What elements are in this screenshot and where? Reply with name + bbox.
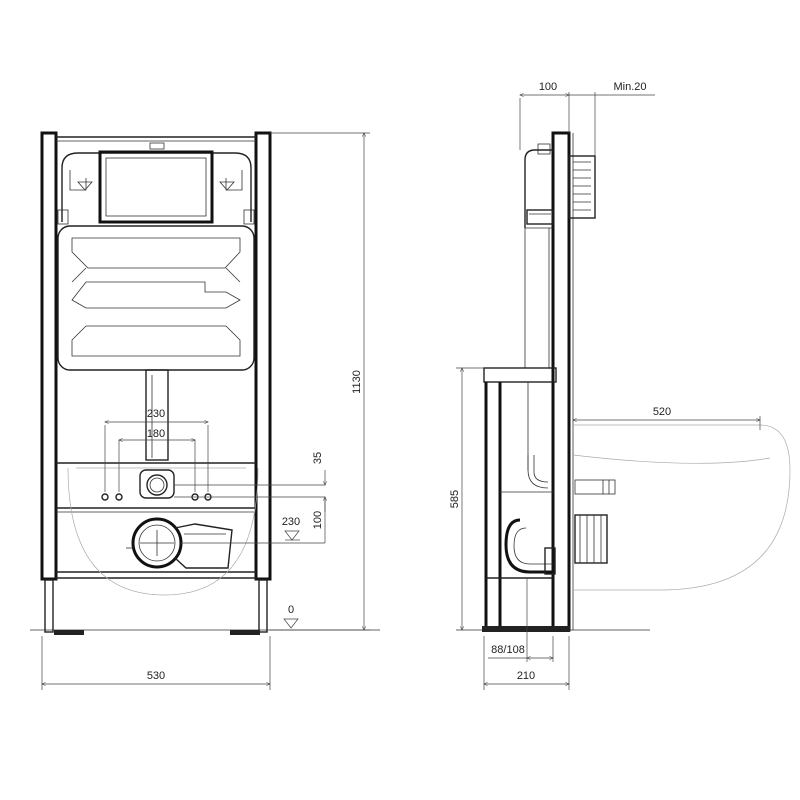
cistern-top <box>61 152 252 222</box>
supply-outlet <box>139 469 175 499</box>
dim-seat-height: 585 <box>449 490 461 508</box>
bolt-left-outer <box>101 493 109 501</box>
drain-elbow-side <box>504 518 553 574</box>
dim-drain-offset: 100 <box>312 511 324 529</box>
flush-pipe <box>145 369 169 461</box>
bolt-left-inner <box>115 493 123 501</box>
right-leg <box>258 579 268 633</box>
dim-supply-offset: 35 <box>312 452 324 464</box>
cistern-side <box>524 149 553 228</box>
right-upright <box>254 131 272 581</box>
dim-floor-level: 0 <box>288 604 294 616</box>
cistern-body <box>57 225 255 371</box>
dim-panel-depth: 100 <box>539 81 557 93</box>
actuator-panel <box>568 155 596 219</box>
bowl-outline-side <box>573 424 791 591</box>
drain-connector-side <box>574 514 608 564</box>
supply-connector-side <box>574 479 616 495</box>
dim-frame-depth: 210 <box>517 670 535 682</box>
dim-bolt-outer: 230 <box>147 408 165 420</box>
front-view: 230 180 1130 35 100 230 0 530 <box>30 131 380 690</box>
dim-bowl-projection: 520 <box>653 406 671 418</box>
drain-connector <box>174 523 233 569</box>
dim-bolt-inner: 180 <box>147 428 165 440</box>
bowl-outline-front <box>67 467 259 596</box>
left-upright <box>40 131 58 581</box>
dim-frame-width: 530 <box>147 670 165 682</box>
dim-total-height: 1130 <box>351 370 363 394</box>
right-foot <box>230 630 260 635</box>
dim-drain-height: 230 <box>282 516 300 528</box>
flush-opening <box>98 150 214 224</box>
dim-wall-gap: Min.20 <box>613 81 646 93</box>
side-view: 100 Min.20 520 5 <box>449 81 791 690</box>
seat-shelf <box>483 367 557 383</box>
left-leg <box>44 579 54 633</box>
dim-pipe-diameter: 88/108 <box>491 644 525 656</box>
left-foot <box>54 630 84 635</box>
